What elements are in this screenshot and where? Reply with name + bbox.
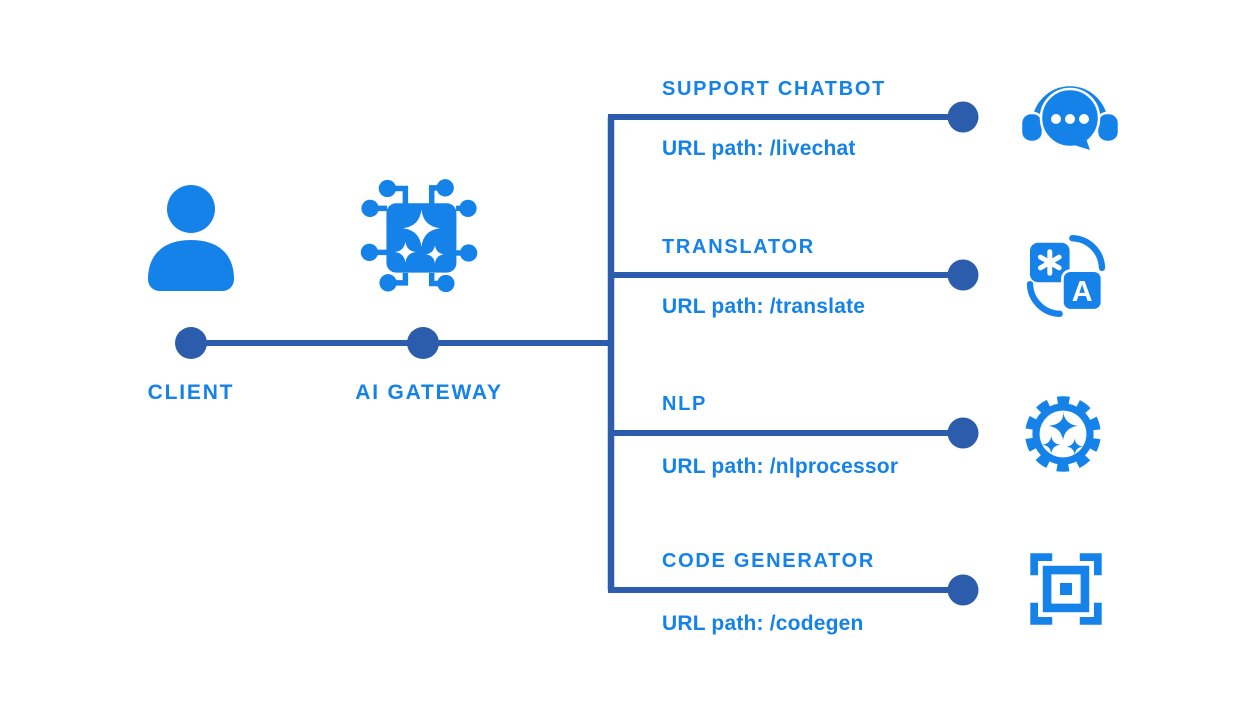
gateway-label: AI GATEWAY: [355, 381, 503, 404]
gear-sparkles-icon: [1025, 396, 1101, 472]
service-url-codegen: URL path: /codegen: [662, 612, 864, 635]
translator-node-dot: [947, 259, 979, 291]
chatbot-headset-icon: [1019, 86, 1121, 150]
service-url-nlp: URL path: /nlprocessor: [662, 455, 899, 478]
code-frame-icon: [1030, 553, 1102, 625]
person-icon: [148, 185, 234, 291]
codegen-node-dot: [947, 574, 979, 606]
service-name-nlp: NLP: [662, 393, 708, 415]
service-name-codegen: CODE GENERATOR: [662, 550, 876, 572]
gateway-node-dot: [407, 327, 439, 359]
service-url-translator: URL path: /translate: [662, 295, 866, 318]
ai-chip-sparkles-icon: [360, 179, 478, 293]
service-name-chatbot: SUPPORT CHATBOT: [662, 78, 887, 100]
translate-icon: A: [1026, 235, 1106, 317]
nlp-node-dot: [947, 417, 979, 449]
client-label: CLIENT: [147, 381, 235, 404]
service-name-translator: TRANSLATOR: [662, 236, 815, 258]
service-url-chatbot: URL path: /livechat: [662, 137, 856, 160]
client-node-dot: [175, 327, 207, 359]
chatbot-node-dot: [947, 101, 979, 133]
svg-text:A: A: [1072, 276, 1093, 308]
